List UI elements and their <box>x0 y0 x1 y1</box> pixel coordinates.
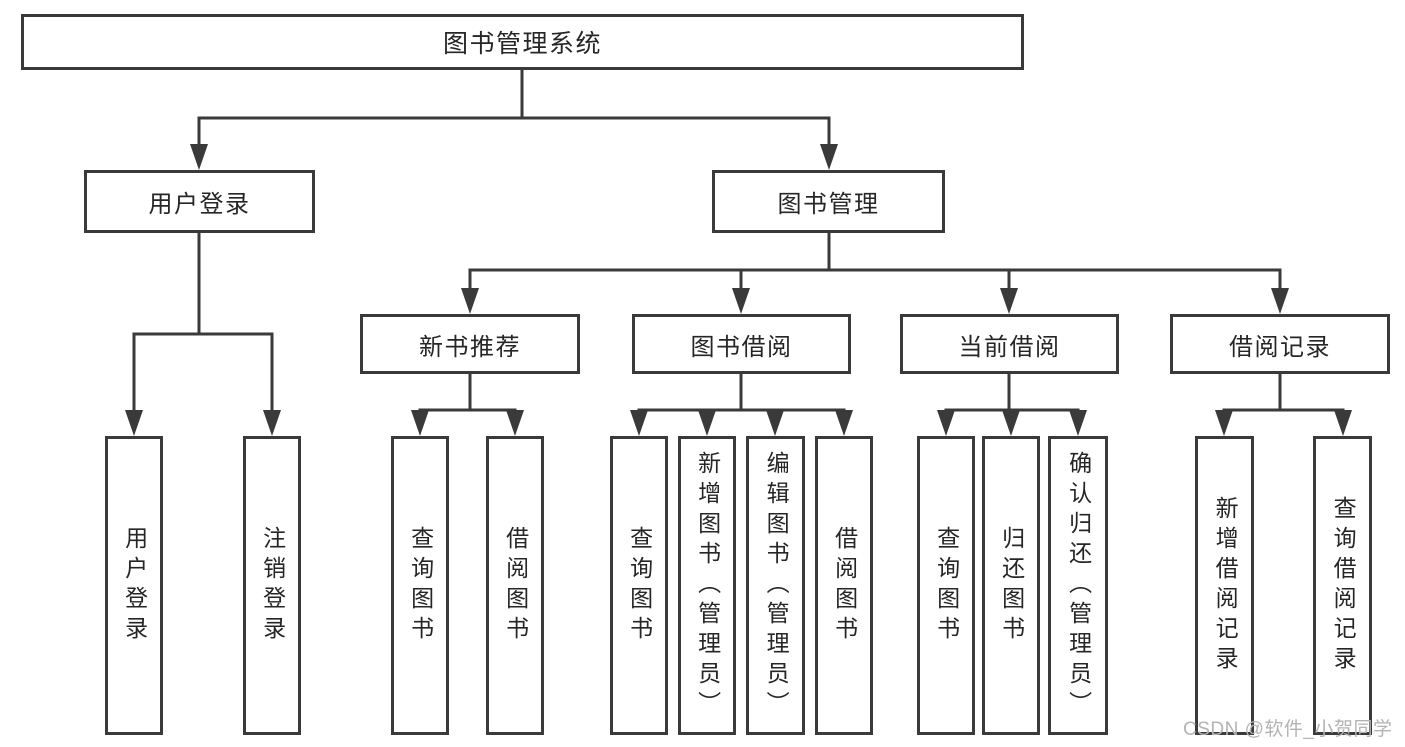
leaf-borrowing-borrow-books: 借阅图书 <box>815 436 873 735</box>
leaf-recommend-borrow-books-label: 借阅图书 <box>502 525 529 646</box>
watermark: CSDN @软件_小贺同学 <box>1183 719 1393 740</box>
connector-current-borrowing-children <box>937 372 1087 436</box>
arrowhead <box>835 410 853 436</box>
leaf-logout: 注销登录 <box>243 436 301 735</box>
leaf-records-query-record-label: 查询借阅记录 <box>1330 495 1357 676</box>
arrowhead <box>1002 410 1020 436</box>
leaf-current-confirm-return-admin: 确认归还（管理员） <box>1048 436 1108 735</box>
node-book-management-label: 图书管理 <box>777 191 880 218</box>
arrowhead <box>263 410 281 436</box>
node-book-borrowing-label: 图书借阅 <box>690 333 793 361</box>
arrowhead <box>411 410 429 436</box>
node-borrow-records-label: 借阅记录 <box>1229 333 1331 361</box>
arrowhead <box>698 410 716 436</box>
node-root-label: 图书管理系统 <box>442 30 602 58</box>
leaf-user-login-label: 用户登录 <box>121 525 148 646</box>
arrowhead <box>1000 288 1018 314</box>
connector-book-borrowing-children <box>630 372 853 436</box>
node-user-login: 用户登录 <box>84 170 315 233</box>
node-new-book-recommend-label: 新书推荐 <box>419 333 521 361</box>
leaf-current-return-books-label: 归还图书 <box>998 525 1025 646</box>
arrowhead <box>1334 410 1352 436</box>
leaf-records-add-record-label: 新增借阅记录 <box>1212 495 1239 676</box>
node-user-login-label: 用户登录 <box>148 191 251 218</box>
leaf-borrowing-borrow-books-label: 借阅图书 <box>831 525 858 646</box>
arrowhead <box>125 410 143 436</box>
leaf-records-add-record: 新增借阅记录 <box>1195 436 1254 735</box>
arrowhead <box>820 144 838 170</box>
leaf-borrowing-edit-books-admin-label: 编辑图书（管理员） <box>763 450 790 721</box>
node-book-borrowing: 图书借阅 <box>632 314 851 374</box>
leaf-borrowing-add-books-admin: 新增图书（管理员） <box>678 436 736 735</box>
node-new-book-recommend: 新书推荐 <box>360 314 580 374</box>
leaf-borrowing-edit-books-admin: 编辑图书（管理员） <box>746 436 805 735</box>
leaf-borrowing-query-books-label: 查询图书 <box>626 525 653 646</box>
connector-root-to-level2 <box>190 68 838 170</box>
arrowhead <box>1271 288 1289 314</box>
arrowhead <box>630 410 648 436</box>
arrowhead <box>1069 410 1087 436</box>
connector-user-login-children <box>125 231 281 436</box>
leaf-current-query-books: 查询图书 <box>917 436 975 735</box>
leaf-borrowing-query-books: 查询图书 <box>610 436 668 735</box>
leaf-current-query-books-label: 查询图书 <box>933 525 960 646</box>
node-root: 图书管理系统 <box>21 14 1024 70</box>
node-borrow-records: 借阅记录 <box>1170 314 1390 374</box>
leaf-user-login: 用户登录 <box>105 436 163 735</box>
arrowhead <box>732 288 750 314</box>
leaf-current-return-books: 归还图书 <box>982 436 1040 735</box>
arrowhead <box>937 410 955 436</box>
leaf-recommend-borrow-books: 借阅图书 <box>486 436 544 735</box>
arrowhead <box>190 144 208 170</box>
connector-borrow-records-children <box>1215 372 1352 436</box>
arrowhead <box>766 410 784 436</box>
arrowhead <box>1215 410 1233 436</box>
leaf-recommend-query-books-label: 查询图书 <box>407 525 434 646</box>
arrowhead <box>461 288 479 314</box>
connector-new-book-recommend-children <box>411 372 524 436</box>
leaf-logout-label: 注销登录 <box>259 525 286 646</box>
node-book-management: 图书管理 <box>712 170 945 233</box>
leaf-recommend-query-books: 查询图书 <box>391 436 449 735</box>
connector-book-management-children <box>461 231 1289 314</box>
leaf-records-query-record: 查询借阅记录 <box>1313 436 1372 735</box>
leaf-borrowing-add-books-admin-label: 新增图书（管理员） <box>694 450 721 721</box>
leaf-current-confirm-return-admin-label: 确认归还（管理员） <box>1065 450 1092 721</box>
arrowhead <box>506 410 524 436</box>
node-current-borrowing: 当前借阅 <box>900 314 1119 374</box>
node-current-borrowing-label: 当前借阅 <box>958 333 1061 361</box>
